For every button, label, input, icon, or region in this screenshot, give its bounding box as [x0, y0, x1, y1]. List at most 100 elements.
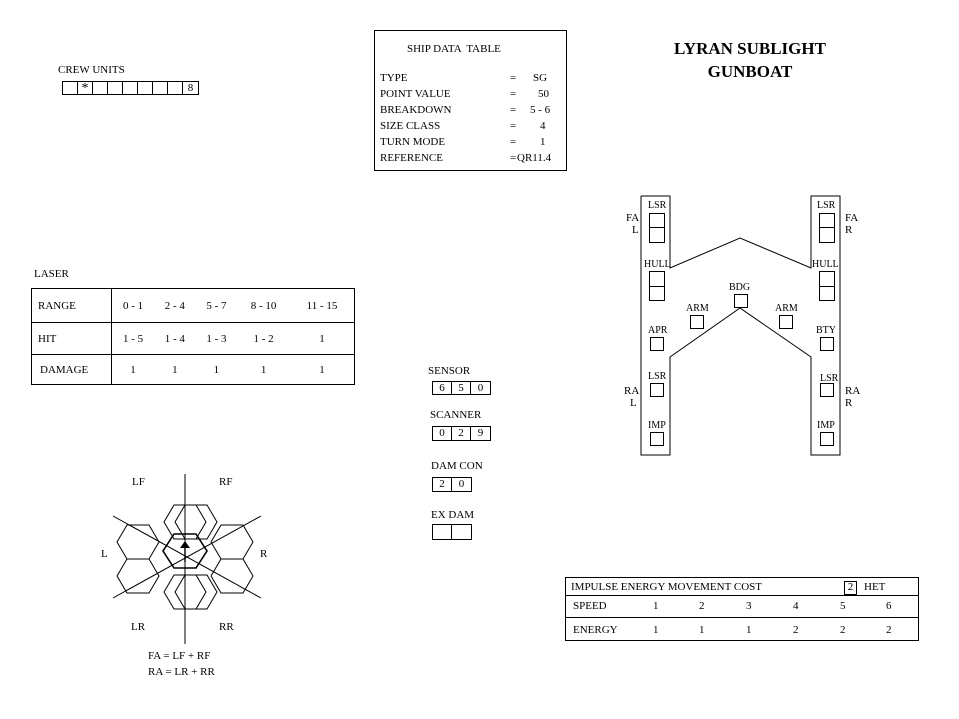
crew-box[interactable] — [108, 82, 123, 94]
laser-damage-cell: 1 — [111, 354, 155, 385]
box-divider — [820, 286, 834, 287]
sensor-box[interactable]: 6 — [433, 382, 452, 394]
sensor-box[interactable]: 0 — [477, 382, 484, 394]
arc-label-rr: RR — [219, 621, 234, 633]
exdam-box[interactable] — [433, 525, 452, 539]
arc-label-l: L — [101, 548, 108, 560]
ship-data-value-breakdown: 5 - 6 — [530, 104, 551, 116]
crew-box[interactable] — [138, 82, 153, 94]
arc-label-r: R — [260, 548, 268, 560]
laser-damage-cell: 1 — [290, 354, 356, 385]
impulse-title: IMPULSE ENERGY MOVEMENT COST — [571, 581, 762, 593]
ship-data-value-turn-mode: 1 — [540, 136, 546, 148]
laser-range-cell: 0 - 1 — [111, 288, 155, 323]
ship-data-eq-breakdown: = — [510, 104, 517, 116]
laser-hit-cell: 1 — [290, 322, 356, 355]
exdam-label: EX DAM — [431, 509, 475, 521]
speed-value: 1 — [653, 600, 659, 612]
het-box[interactable]: 2 — [844, 581, 857, 595]
crew-units-label: CREW UNITS — [58, 64, 125, 76]
firing-arc-diagram — [112, 474, 262, 644]
impulse-title-divider — [566, 595, 918, 596]
speed-value: 6 — [886, 600, 892, 612]
impulse-box[interactable] — [650, 432, 664, 446]
impulse-energy-table: IMPULSE ENERGY MOVEMENT COST 2 HET SPEED… — [565, 577, 919, 641]
ship-data-table: SHIP DATA TABLE TYPE = SG POINT VALUE = … — [374, 30, 567, 171]
speed-value: 4 — [793, 600, 799, 612]
scanner-box[interactable]: 2 — [452, 427, 471, 440]
ssd-arc-text: RA — [624, 385, 640, 397]
het-label: HET — [864, 581, 886, 593]
speed-value: 5 — [840, 600, 846, 612]
ra-formula: RA = LR + RR — [148, 666, 215, 678]
ship-data-value-point-value: 50 — [538, 88, 549, 100]
ship-data-eq-reference: = — [510, 152, 517, 164]
crew-units-track: * 8 — [62, 81, 199, 96]
ssd-arc-text: FA — [845, 212, 859, 224]
ship-data-label-point-value: POINT VALUE — [380, 88, 451, 100]
ship-data-value-size-class: 4 — [540, 120, 546, 132]
laser-hit-cell: 1 - 2 — [237, 322, 291, 355]
damcon-box[interactable]: 2 — [433, 478, 452, 491]
box-divider — [820, 227, 834, 228]
damcon-track: 2 0 — [432, 477, 472, 492]
ship-title-line2: GUNBOAT — [707, 62, 793, 81]
ssd-label-hull: HULL — [644, 259, 671, 270]
arc-label-lf: LF — [132, 476, 145, 488]
laser-damage-cell: 1 — [195, 354, 238, 385]
damcon-box[interactable]: 0 — [458, 478, 465, 490]
crew-box[interactable] — [153, 82, 168, 94]
scanner-box[interactable]: 9 — [477, 427, 484, 439]
crew-box[interactable] — [63, 82, 78, 94]
laser-box[interactable] — [650, 383, 664, 397]
impulse-box[interactable] — [820, 432, 834, 446]
crew-box[interactable] — [123, 82, 138, 94]
energy-value: 2 — [793, 624, 799, 636]
ship-data-heading: SHIP DATA TABLE — [407, 43, 501, 55]
laser-box[interactable] — [820, 383, 834, 397]
crew-box[interactable]: * — [78, 82, 93, 96]
ship-title: LYRAN SUBLIGHT GUNBOAT — [630, 37, 870, 83]
laser-range-cell: 8 - 10 — [237, 288, 291, 323]
exdam-box[interactable] — [452, 525, 471, 539]
sensor-box[interactable]: 5 — [452, 382, 471, 394]
ssd-label-hull: HULL — [812, 259, 839, 270]
ssd-label-lsr: LSR — [648, 371, 667, 382]
ssd-arc-text: RA — [845, 385, 861, 397]
ship-data-eq-point-value: = — [510, 88, 517, 100]
laser-row-label-range: RANGE — [31, 288, 112, 323]
laser-hit-cell: 1 - 4 — [154, 322, 196, 355]
hull-box-pair — [819, 271, 835, 301]
scanner-box[interactable]: 0 — [433, 427, 452, 440]
armor-box[interactable] — [779, 315, 793, 329]
crew-box[interactable] — [168, 82, 183, 94]
crew-box-count[interactable]: 8 — [187, 82, 194, 94]
crew-box[interactable] — [93, 82, 108, 94]
ship-data-label-breakdown: BREAKDOWN — [380, 104, 452, 116]
ssd-arc-ra-right: RA R — [845, 385, 860, 409]
bridge-box[interactable] — [734, 294, 748, 308]
fa-formula: FA = LF + RF — [148, 650, 211, 662]
ssd-arc-ra-left: RA L — [624, 385, 639, 409]
ssd-label-lsr: LSR — [648, 200, 667, 211]
apr-box[interactable] — [650, 337, 664, 351]
sensor-track: 6 5 0 — [432, 381, 491, 395]
ssd-label-bty: BTY — [816, 325, 836, 336]
ship-data-value-reference: QR11.4 — [517, 152, 552, 164]
ssd-label-imp: IMP — [817, 420, 835, 431]
armor-box[interactable] — [690, 315, 704, 329]
laser-title: LASER — [34, 268, 69, 280]
laser-row-label-hit: HIT — [31, 322, 112, 355]
hull-box-pair — [649, 271, 665, 301]
ssd-label-bdg: BDG — [729, 282, 751, 293]
speed-value: 3 — [746, 600, 752, 612]
box-divider — [650, 286, 664, 287]
ssd-label-lsr: LSR — [820, 373, 839, 384]
ssd-label-arm: ARM — [686, 303, 709, 314]
laser-hit-cell: 1 - 5 — [111, 322, 155, 355]
box-divider — [650, 227, 664, 228]
energy-value: 2 — [886, 624, 892, 636]
speed-label: SPEED — [573, 600, 607, 612]
exdam-track — [432, 524, 472, 540]
battery-box[interactable] — [820, 337, 834, 351]
